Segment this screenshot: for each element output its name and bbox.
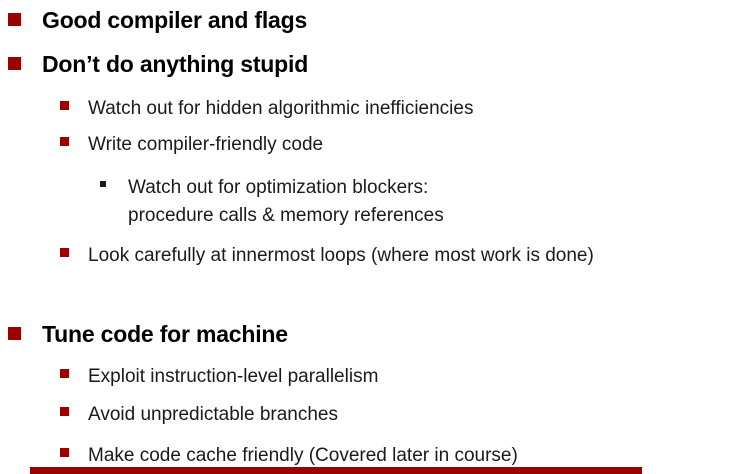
bullet-item-tune-code: Tune code for machine <box>0 322 750 347</box>
square-bullet-icon <box>60 407 69 416</box>
bullet-item-text: Avoid unpredictable branches <box>88 404 338 425</box>
bullet-item-text: Don’t do anything stupid <box>42 51 309 77</box>
bullet-item-dont-do-stupid: Don’t do anything stupid <box>0 52 750 77</box>
bullet-item-good-compiler: Good compiler and flags <box>0 8 750 33</box>
square-bullet-icon <box>100 181 106 187</box>
square-bullet-icon <box>60 101 69 110</box>
bottom-accent-bar <box>30 467 642 474</box>
square-bullet-icon <box>60 248 69 257</box>
bullet-item-text: Exploit instruction-level parallelism <box>88 366 379 387</box>
bullet-item-line-2: procedure calls & memory references <box>128 205 444 226</box>
bullet-item-text: Tune code for machine <box>42 321 288 347</box>
bullet-item-text: Write compiler-friendly code <box>88 134 324 155</box>
square-bullet-icon <box>8 57 21 70</box>
square-bullet-icon <box>60 369 69 378</box>
bullet-item-text: Watch out for hidden algorithmic ineffic… <box>88 98 474 119</box>
bullet-item-text: Watch out for optimization blockers: pro… <box>128 174 750 230</box>
bullet-item-text: Look carefully at innermost loops (where… <box>88 245 594 266</box>
bullet-item-text: Good compiler and flags <box>42 7 308 33</box>
bullet-item-compiler-friendly-code: Write compiler-friendly code <box>0 133 750 157</box>
square-bullet-icon <box>60 137 69 146</box>
bullet-item-unpredictable-branches: Avoid unpredictable branches <box>0 403 750 427</box>
square-bullet-icon <box>60 448 69 457</box>
bullet-item-instruction-level-parallelism: Exploit instruction-level parallelism <box>0 365 750 389</box>
bullet-item-text: Make code cache friendly (Covered later … <box>88 445 518 466</box>
square-bullet-icon <box>8 13 21 26</box>
bullet-item-cache-friendly: Make code cache friendly (Covered later … <box>0 444 750 468</box>
bullet-item-innermost-loops: Look carefully at innermost loops (where… <box>0 244 750 268</box>
bullet-item-line-1: Watch out for optimization blockers: <box>128 177 429 198</box>
square-bullet-icon <box>8 327 21 340</box>
bullet-item-optimization-blockers: Watch out for optimization blockers: pro… <box>0 174 750 230</box>
bullet-item-hidden-inefficiencies: Watch out for hidden algorithmic ineffic… <box>0 97 750 121</box>
